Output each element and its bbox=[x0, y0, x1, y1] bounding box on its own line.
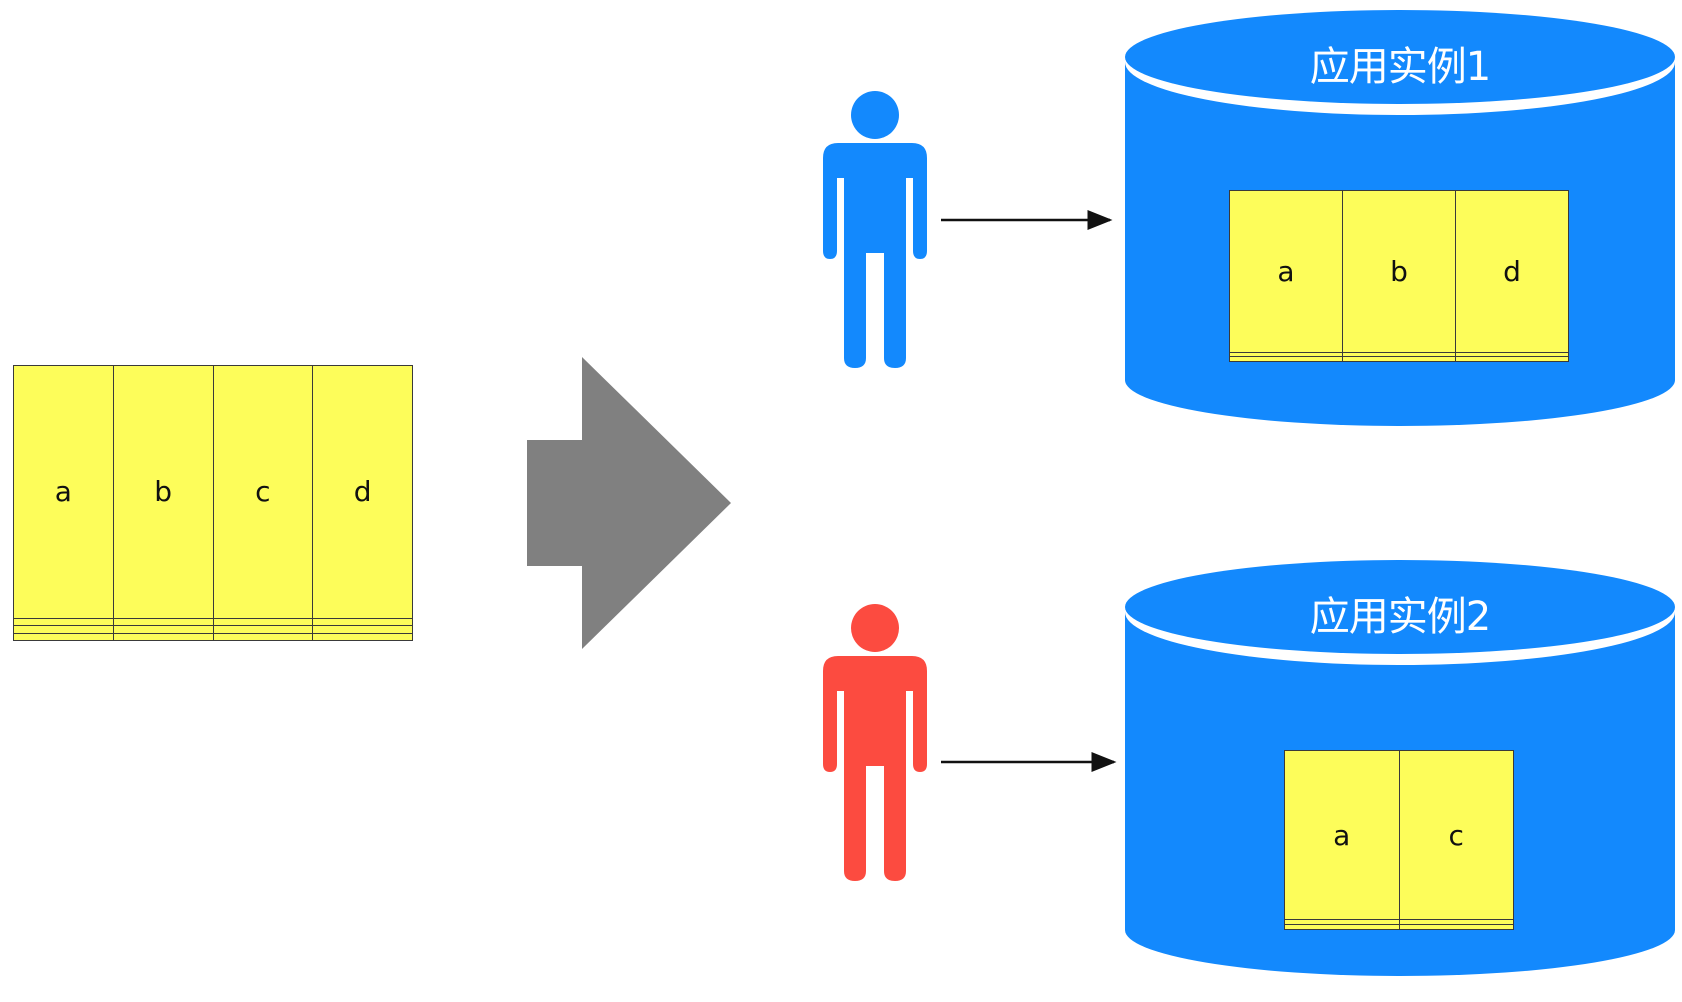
table-row bbox=[1284, 924, 1514, 930]
table-cell bbox=[312, 625, 413, 634]
table-cell bbox=[112, 617, 214, 627]
instance-table-1: a b d bbox=[1229, 190, 1569, 362]
table-header-row: a c bbox=[1284, 749, 1514, 921]
header-cell: a bbox=[13, 365, 114, 619]
table-row bbox=[13, 617, 413, 627]
table-cell bbox=[1229, 356, 1343, 362]
table-cell bbox=[13, 617, 114, 627]
header-cell: a bbox=[1284, 749, 1400, 921]
instance-table-2: a c bbox=[1284, 749, 1514, 930]
table-row bbox=[13, 632, 413, 642]
transform-arrow bbox=[527, 357, 731, 649]
table-cell bbox=[13, 625, 114, 634]
table-cell bbox=[13, 632, 114, 642]
instance-title-1: 应用实例1 bbox=[1309, 44, 1491, 90]
table-row bbox=[13, 625, 413, 634]
table-cell bbox=[1342, 356, 1456, 362]
table-header-row: a b d bbox=[1229, 190, 1569, 353]
table-cell bbox=[212, 617, 314, 627]
header-cell: c bbox=[1398, 749, 1514, 921]
table-cell bbox=[1284, 924, 1400, 930]
table-row bbox=[1229, 356, 1569, 362]
table-cell bbox=[1398, 924, 1514, 930]
table-cell bbox=[212, 625, 314, 634]
header-cell: a bbox=[1229, 190, 1343, 353]
header-cell: d bbox=[312, 365, 413, 619]
header-cell: c bbox=[212, 365, 314, 619]
table-cell bbox=[1455, 356, 1569, 362]
table-cell bbox=[312, 617, 413, 627]
table-cell bbox=[212, 632, 314, 642]
table-cell bbox=[312, 632, 413, 642]
table-cell bbox=[112, 632, 214, 642]
table-header-row: a b c d bbox=[13, 365, 413, 619]
source-table: a b c d bbox=[13, 365, 413, 642]
header-cell: d bbox=[1455, 190, 1569, 353]
header-cell: b bbox=[1342, 190, 1456, 353]
person-icon-blue bbox=[823, 91, 927, 368]
header-cell: b bbox=[112, 365, 214, 619]
person-icon-red bbox=[823, 604, 927, 881]
instance-title-2: 应用实例2 bbox=[1309, 594, 1491, 640]
table-cell bbox=[112, 625, 214, 634]
